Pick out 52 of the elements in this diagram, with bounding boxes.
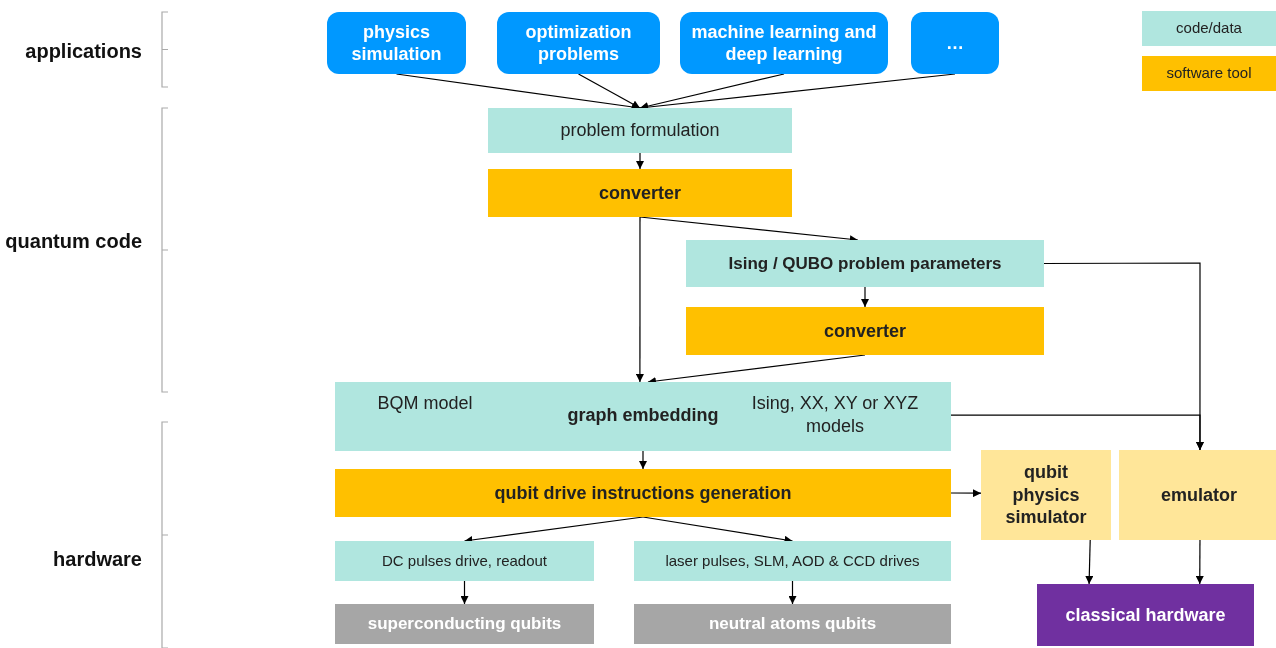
data-box <box>634 541 951 581</box>
node-label: converter <box>823 319 906 343</box>
arrow <box>635 216 644 383</box>
data-box <box>488 108 792 153</box>
node-label: physics simulation <box>350 20 443 66</box>
node-label: DC pulses drive, readout <box>381 551 548 571</box>
data-box <box>686 240 1044 287</box>
node-label: classical hardware <box>1065 603 1226 627</box>
node-label: laser pulses, SLM, AOD & CCD drives <box>665 551 920 571</box>
hardware-box <box>1037 584 1254 646</box>
arrow <box>1195 539 1204 585</box>
node-label: … <box>946 31 964 55</box>
node-label: problem formulation <box>560 119 720 142</box>
node-label: qubit physics simulator <box>1004 461 1088 529</box>
application-box <box>497 12 660 74</box>
node-label: qubit drive instructions generation <box>494 481 792 505</box>
tool-box <box>686 307 1044 355</box>
arrow <box>950 414 1204 451</box>
layer-label: hardware <box>52 547 142 572</box>
node-label: graph embedding <box>566 404 720 427</box>
data-box <box>335 382 951 451</box>
legend-label: software tool <box>1166 63 1252 84</box>
node-label: superconducting qubits <box>367 613 562 635</box>
node-label: machine learning and deep learning <box>690 20 878 66</box>
application-box <box>327 12 466 74</box>
data-box <box>335 541 594 581</box>
node-label: converter <box>598 181 681 205</box>
arrow <box>636 152 644 170</box>
node-label: emulator <box>1161 483 1237 507</box>
arrow <box>577 73 641 109</box>
arrow <box>950 489 982 498</box>
tool-box <box>335 469 951 517</box>
tool-box <box>1119 450 1276 540</box>
application-box <box>911 12 999 74</box>
node-label: Ising, XX, XY or XYZ models <box>750 392 920 437</box>
arrow <box>639 450 647 470</box>
arrow <box>1085 539 1094 585</box>
arrow <box>460 580 469 605</box>
layer-label: applications <box>24 39 142 64</box>
layer-label: quantum code <box>4 229 142 254</box>
arrow <box>788 580 797 605</box>
node-label: BQM model <box>376 392 474 415</box>
node-label: neutral atoms qubits <box>708 613 877 635</box>
application-box <box>680 12 888 74</box>
node-label: optimization problems <box>524 20 633 66</box>
arrow <box>861 286 869 308</box>
node-label: Ising / QUBO problem parameters <box>728 252 1002 275</box>
tool-box <box>981 450 1111 540</box>
hardware-box <box>335 604 594 644</box>
tool-box <box>488 169 792 217</box>
legend-label: code/data <box>1176 18 1242 39</box>
hardware-box <box>634 604 951 644</box>
